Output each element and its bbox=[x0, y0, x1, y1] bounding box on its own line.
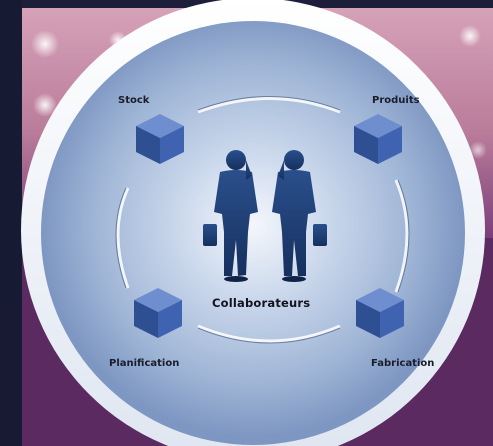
cube-icon bbox=[136, 114, 184, 164]
cycle-arcs bbox=[116, 97, 409, 343]
business-people-icon bbox=[203, 150, 327, 282]
node-label-planification: Planification bbox=[109, 358, 180, 369]
person-left bbox=[203, 150, 258, 282]
cube-icon bbox=[134, 288, 182, 338]
cube-icon bbox=[354, 114, 402, 164]
node-label-produits: Produits bbox=[372, 95, 420, 106]
person-right bbox=[272, 150, 327, 282]
bokeh-light bbox=[31, 30, 59, 58]
bokeh-light bbox=[469, 141, 487, 159]
bokeh-light bbox=[459, 25, 481, 47]
node-label-fabrication: Fabrication bbox=[371, 358, 435, 369]
cube-icon bbox=[356, 288, 404, 338]
bokeh-light bbox=[33, 93, 57, 117]
inner-disc bbox=[41, 21, 465, 445]
node-label-stock: Stock bbox=[118, 95, 150, 106]
center-label-collaborateurs: Collaborateurs bbox=[212, 296, 311, 310]
